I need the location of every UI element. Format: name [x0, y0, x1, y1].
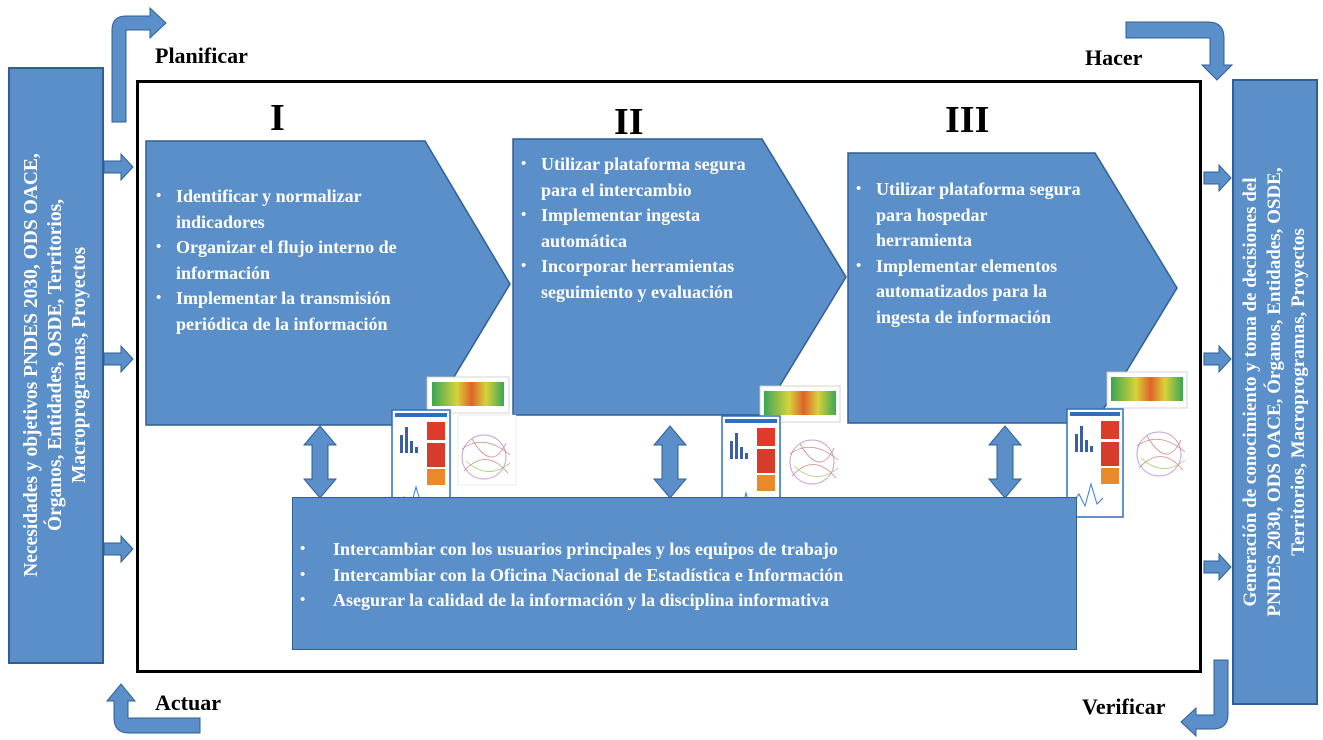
stage-2-text: Utilizar plataforma segura para el inter… [521, 152, 746, 306]
input-needs-line-1: Necesidades y objetivos PNDES 2030, ODS … [21, 153, 42, 577]
left-input-arrow-2 [103, 344, 134, 374]
stage-1-item-1: Identificar y normalizar indicadores [156, 184, 431, 235]
planificar-bent-arrow [111, 6, 167, 123]
output-knowledge-text: Generación de conocimiento y toma de dec… [1239, 167, 1311, 616]
output-knowledge-line-1: Generación de conocimiento y toma de dec… [1240, 177, 1261, 607]
hacer-bent-arrow [1125, 21, 1234, 81]
input-needs-line-3: Macroprogramas, Proyectos [69, 246, 90, 484]
stage-1-text: Identificar y normalizar indicadores Org… [156, 184, 431, 338]
left-input-arrow-3 [103, 534, 134, 564]
stage-1-item-2: Organizar el flujo interno de informació… [156, 235, 431, 286]
stage-1-item-3: Implementar la transmisión periódica de … [156, 286, 431, 337]
stage-3-item-1: Utilizar plataforma segura para hospedar… [856, 177, 1086, 254]
verificar-bent-arrow [1180, 659, 1229, 738]
pdca-label-check: Verificar [1082, 694, 1166, 719]
right-output-arrow-3 [1203, 552, 1232, 582]
coordination-item-2: Intercambiar con la Oficina Nacional de … [300, 563, 843, 589]
coordination-item-3: Asegurar la calidad de la información y … [300, 588, 843, 614]
actuar-bent-arrow [105, 683, 201, 734]
stage-2-item-1: Utilizar plataforma segura para el inter… [521, 152, 746, 203]
stage-2-item-2: Implementar ingesta automática [521, 203, 746, 254]
stage-3-text: Utilizar plataforma segura para hospedar… [856, 177, 1086, 331]
input-needs-line-2: Órganos, Entidades, OSDE, Territorios, [45, 198, 66, 532]
output-knowledge-line-2: PNDES 2030, ODS OACE, Órganos, Entidades… [1264, 167, 1285, 617]
pdca-label-act: Actuar [155, 690, 221, 715]
right-output-arrow-1 [1203, 163, 1232, 193]
input-needs-box [8, 67, 104, 664]
pdca-label-plan: Planificar [155, 43, 248, 68]
right-output-arrow-2 [1203, 344, 1232, 374]
stage-1-numeral: I [270, 97, 285, 139]
left-input-arrow-1 [103, 152, 134, 182]
coordination-item-1: Intercambiar con los usuarios principale… [300, 537, 843, 563]
output-knowledge-line-3: Territorios, Macroprogramas, Proyectos [1288, 228, 1309, 556]
stage-3-item-2: Implementar elementos automatizados para… [856, 254, 1086, 331]
output-knowledge-box [1232, 79, 1318, 705]
pdca-label-do: Hacer [1085, 45, 1143, 70]
input-needs-text: Necesidades y objetivos PNDES 2030, ODS … [20, 153, 92, 577]
stage-2-item-3: Incorporar herramientas seguimiento y ev… [521, 254, 746, 305]
stage-3-numeral: III [945, 99, 990, 141]
coordination-text: Intercambiar con los usuarios principale… [300, 537, 843, 614]
stage-2-numeral: II [614, 101, 644, 143]
process-frame [136, 80, 1202, 673]
